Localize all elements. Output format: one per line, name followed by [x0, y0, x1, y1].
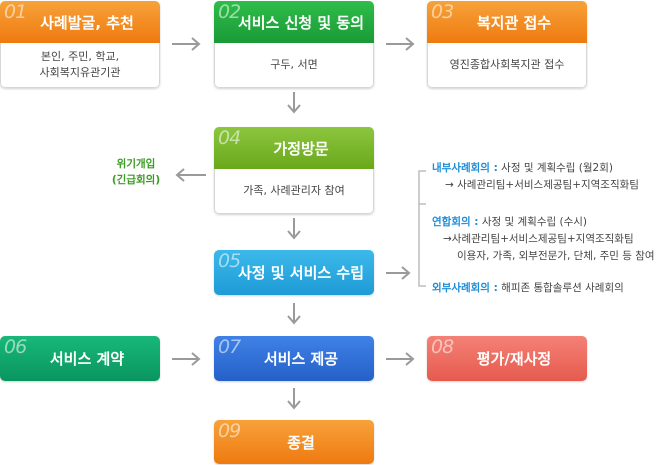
- step-05-header: 05 사정 및 서비스 수립: [214, 250, 374, 295]
- internal-meeting: 내부사례회의 : 사정 및 계획수립 (월2회): [432, 160, 613, 177]
- step-02-number: 02: [218, 1, 241, 23]
- emergency-note-line-2: (긴급회의): [111, 174, 161, 186]
- step-01-title: 사례발굴, 추천: [40, 13, 134, 32]
- step-07-number: 07: [218, 336, 241, 358]
- step-04-title: 가정방문: [273, 139, 329, 158]
- arrow-down-icon: [287, 218, 301, 240]
- step-05-title: 사정 및 서비스 수립: [237, 264, 365, 282]
- step-01-number: 01: [4, 1, 27, 23]
- internal-meeting-label: 내부사례회의 :: [432, 162, 498, 174]
- arrow-left-icon: [175, 168, 206, 182]
- arrow-right-icon: [172, 37, 201, 51]
- step-01-desc: 본인, 주민, 학교, 사회복지유관기관: [0, 43, 160, 88]
- step-05-number: 05: [218, 250, 241, 272]
- step-04-header: 04 가정방문: [214, 127, 374, 169]
- step-06-box: 06 서비스 계약: [0, 336, 160, 381]
- joint-meeting-detail-2: 이용자, 가족, 외부전문가, 단체, 주민 등 참여: [457, 250, 655, 262]
- step-02-desc: 구두, 서면: [214, 43, 374, 88]
- joint-meeting-text: 사정 및 계획수립 (수시): [478, 216, 587, 228]
- step-09-header: 09 종결: [214, 420, 374, 464]
- arrow-right-icon: [386, 37, 415, 51]
- step-05-box: 05 사정 및 서비스 수립: [214, 250, 374, 295]
- step-03-number: 03: [431, 1, 454, 23]
- external-meeting: 외부사례회의 : 해피존 통합솔루션 사례회의: [432, 280, 624, 297]
- step-07-header: 07 서비스 제공: [214, 336, 374, 381]
- joint-meeting-detail-1: →사례관리팀+서비스제공팀+지역조직화팀: [443, 233, 634, 245]
- meetings-bracket: [418, 170, 426, 287]
- arrow-right-icon: [386, 266, 411, 280]
- internal-meeting-text: 사정 및 계획수립 (월2회): [497, 162, 613, 174]
- step-01-header: 01 사례발굴, 추천: [0, 1, 160, 43]
- step-03-desc-line-1: 영진종합사회복지관 접수: [449, 58, 565, 71]
- arrow-right-icon: [386, 352, 415, 366]
- step-01-desc-line-2: 사회복지유관기관: [39, 66, 121, 79]
- step-06-title: 서비스 계약: [49, 350, 125, 368]
- joint-meeting: 연합회의 : 사정 및 계획수립 (수시): [432, 214, 587, 231]
- step-09-title: 종결: [287, 433, 315, 452]
- step-03-box: 03 복지관 접수 영진종합사회복지관 접수: [427, 1, 587, 88]
- step-03-desc: 영진종합사회복지관 접수: [427, 43, 587, 88]
- emergency-note-line-1: 위기개입: [116, 158, 156, 170]
- arrow-right-icon: [172, 352, 201, 366]
- step-01-desc-line-1: 본인, 주민, 학교,: [40, 50, 120, 63]
- step-01-box: 01 사례발굴, 추천 본인, 주민, 학교, 사회복지유관기관: [0, 1, 160, 88]
- step-02-desc-line-1: 구두, 서면: [270, 58, 318, 71]
- external-meeting-text: 해피존 통합솔루션 사례회의: [497, 282, 624, 294]
- step-04-desc: 가족, 사례관리자 참여: [214, 169, 374, 214]
- arrow-down-icon: [287, 92, 301, 114]
- step-08-header: 08 평가/재사정: [427, 336, 587, 381]
- arrow-down-icon: [287, 388, 301, 410]
- step-09-number: 09: [218, 420, 241, 442]
- step-08-title: 평가/재사정: [476, 350, 552, 368]
- step-06-header: 06 서비스 계약: [0, 336, 160, 381]
- step-02-box: 02 서비스 신청 및 동의 구두, 서면: [214, 1, 374, 88]
- external-meeting-label: 외부사례회의 :: [432, 282, 498, 294]
- internal-meeting-detail: → 사례관리팀+서비스제공팀+지역조직화팀: [445, 179, 639, 191]
- step-08-number: 08: [431, 336, 454, 358]
- step-04-number: 04: [218, 127, 241, 149]
- step-07-box: 07 서비스 제공: [214, 336, 374, 381]
- arrow-down-icon: [287, 303, 301, 325]
- step-02-header: 02 서비스 신청 및 동의: [214, 1, 374, 43]
- step-04-desc-line-1: 가족, 사례관리자 참여: [243, 184, 345, 197]
- step-04-box: 04 가정방문 가족, 사례관리자 참여: [214, 127, 374, 214]
- step-03-header: 03 복지관 접수: [427, 1, 587, 43]
- step-07-title: 서비스 제공: [263, 350, 339, 368]
- step-08-box: 08 평가/재사정: [427, 336, 587, 381]
- step-09-box: 09 종결: [214, 420, 374, 464]
- emergency-note: 위기개입 (긴급회의): [100, 156, 172, 188]
- step-03-title: 복지관 접수: [476, 13, 552, 32]
- step-02-title: 서비스 신청 및 동의: [237, 13, 365, 32]
- step-06-number: 06: [4, 336, 27, 358]
- joint-meeting-label: 연합회의 :: [432, 216, 479, 228]
